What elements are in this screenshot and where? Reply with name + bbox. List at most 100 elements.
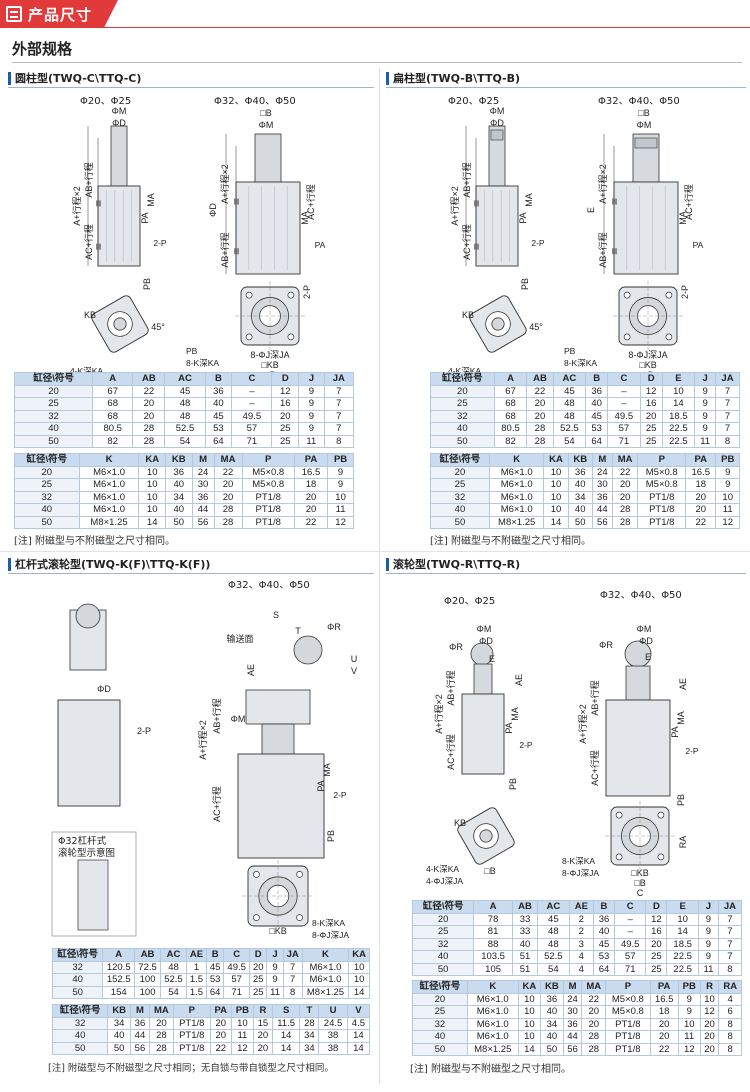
dimension-label: 45° (151, 322, 165, 332)
cylinder-body (235, 181, 301, 275)
table-cell: 20 (213, 490, 243, 504)
dimension-label: AC+行程 (211, 786, 222, 822)
table-cell: 28 (213, 503, 243, 517)
table-header-cell: KB (164, 453, 193, 467)
port-marker (234, 248, 239, 255)
table-header-cell: PB (677, 980, 701, 994)
port-marker (474, 200, 479, 207)
dimension-label: AE (514, 674, 524, 686)
table-header-cell: KA (138, 453, 166, 467)
table-header-cell: M (130, 1004, 150, 1018)
table-cell: M6×1.0 (78, 465, 140, 479)
table-cell: M8×1.25 (301, 985, 350, 999)
table-header-cell: AC (164, 372, 206, 386)
size-label-large: Φ32、Φ40、Φ50 (228, 580, 310, 591)
table-cell: 10 (666, 912, 699, 926)
dimension-label: AC+行程 (305, 184, 316, 220)
table-cell: 10 (543, 490, 569, 504)
table-cell: 22 (685, 515, 717, 529)
dimension-label: AB+行程 (219, 232, 230, 267)
table-cell: 36 (164, 465, 193, 479)
quadrant-lever-roller-type: 杠杆式滚轮型(TWQ-K(F)\TTQ-K(F)) Φ32、Φ40、Φ50 ΦD… (8, 556, 374, 1088)
table-cell: 50 (14, 515, 80, 529)
dimension-label: 4-K深KA (448, 366, 481, 376)
table-cell: 20 (611, 490, 639, 504)
table-cell: 32 (14, 490, 80, 504)
table-cell: 7 (715, 409, 740, 423)
table-header-cell: MA (611, 453, 639, 467)
table-cell: 78 (473, 912, 513, 926)
table-cell: 49.5 (613, 937, 647, 951)
table-cell: M6×1.0 (466, 1030, 519, 1044)
mount-hole (245, 333, 253, 341)
dimension-label: PB (326, 830, 336, 842)
table-note: [注] 附磁型与不附磁型之尺寸相同；无自锁与带自锁型之尺寸相同。 (48, 1063, 334, 1074)
table-cell: 9 (694, 397, 716, 411)
title-bar-mark (8, 557, 11, 571)
table-cell: 8 (717, 962, 743, 976)
table-cell: M6×1.0 (488, 490, 545, 504)
cylinder-body (605, 699, 671, 797)
table-cell: 44 (562, 1030, 583, 1044)
table-cell: 33 (511, 912, 539, 926)
table-cell: 28 (148, 1041, 174, 1055)
table-cell: 40 (540, 1005, 564, 1019)
table-cell: 1.5 (185, 985, 208, 999)
table-cell: 44 (191, 503, 215, 517)
table-cell: 50 (430, 434, 495, 448)
table-cell: 12 (699, 1005, 720, 1019)
table-cell: 9 (694, 409, 716, 423)
table-cell: 2 (568, 925, 595, 939)
cylinder-body (97, 185, 141, 267)
table-cell: 40 (430, 503, 490, 517)
table-cell: 38 (318, 1029, 348, 1043)
table-cell: 40 (107, 1029, 132, 1043)
table-cell: 20 (645, 937, 668, 951)
dimension-drawing: ΦMΦDA+行程×2AB+行程AC+行程MAPA2-PPBKB45°4-K深KA… (70, 106, 326, 378)
table-cell: 18.5 (661, 409, 696, 423)
table-cell: 28 (611, 503, 639, 517)
dimension-label: MA (146, 193, 156, 207)
port-marker (96, 200, 101, 207)
table-cell: 20 (430, 465, 490, 479)
table-cell: M5×0.8 (637, 478, 687, 492)
table-cell: 7 (323, 409, 355, 423)
rotated-end-view (457, 807, 515, 865)
table-cell: 57 (223, 973, 251, 987)
table-cell: 11 (266, 985, 284, 999)
table-cell: 15 (252, 1016, 273, 1030)
table-cell: 9 (298, 397, 325, 411)
table-header-cell: P (605, 980, 651, 994)
table-cell: 64 (593, 962, 615, 976)
roller-wheel (75, 603, 101, 629)
dimension-label: MA (322, 763, 332, 777)
table-cell: 22.5 (661, 422, 696, 436)
table-cell: 11 (230, 1029, 254, 1043)
table-cell: 16 (271, 397, 300, 411)
table-cell: 7 (715, 397, 740, 411)
dimension-label: U (351, 654, 358, 664)
table-cell: 22 (611, 465, 639, 479)
cylinder-body (237, 753, 325, 859)
table-cell: 25 (14, 478, 80, 492)
table-cell: 50 (567, 515, 593, 529)
table-header-cell: P (241, 453, 295, 467)
table-cell: 28 (611, 515, 639, 529)
dimension-label: KB (462, 310, 474, 320)
rod-flat (490, 129, 504, 141)
port-marker (612, 198, 617, 205)
table-cell: M8×1.25 (466, 1042, 519, 1056)
